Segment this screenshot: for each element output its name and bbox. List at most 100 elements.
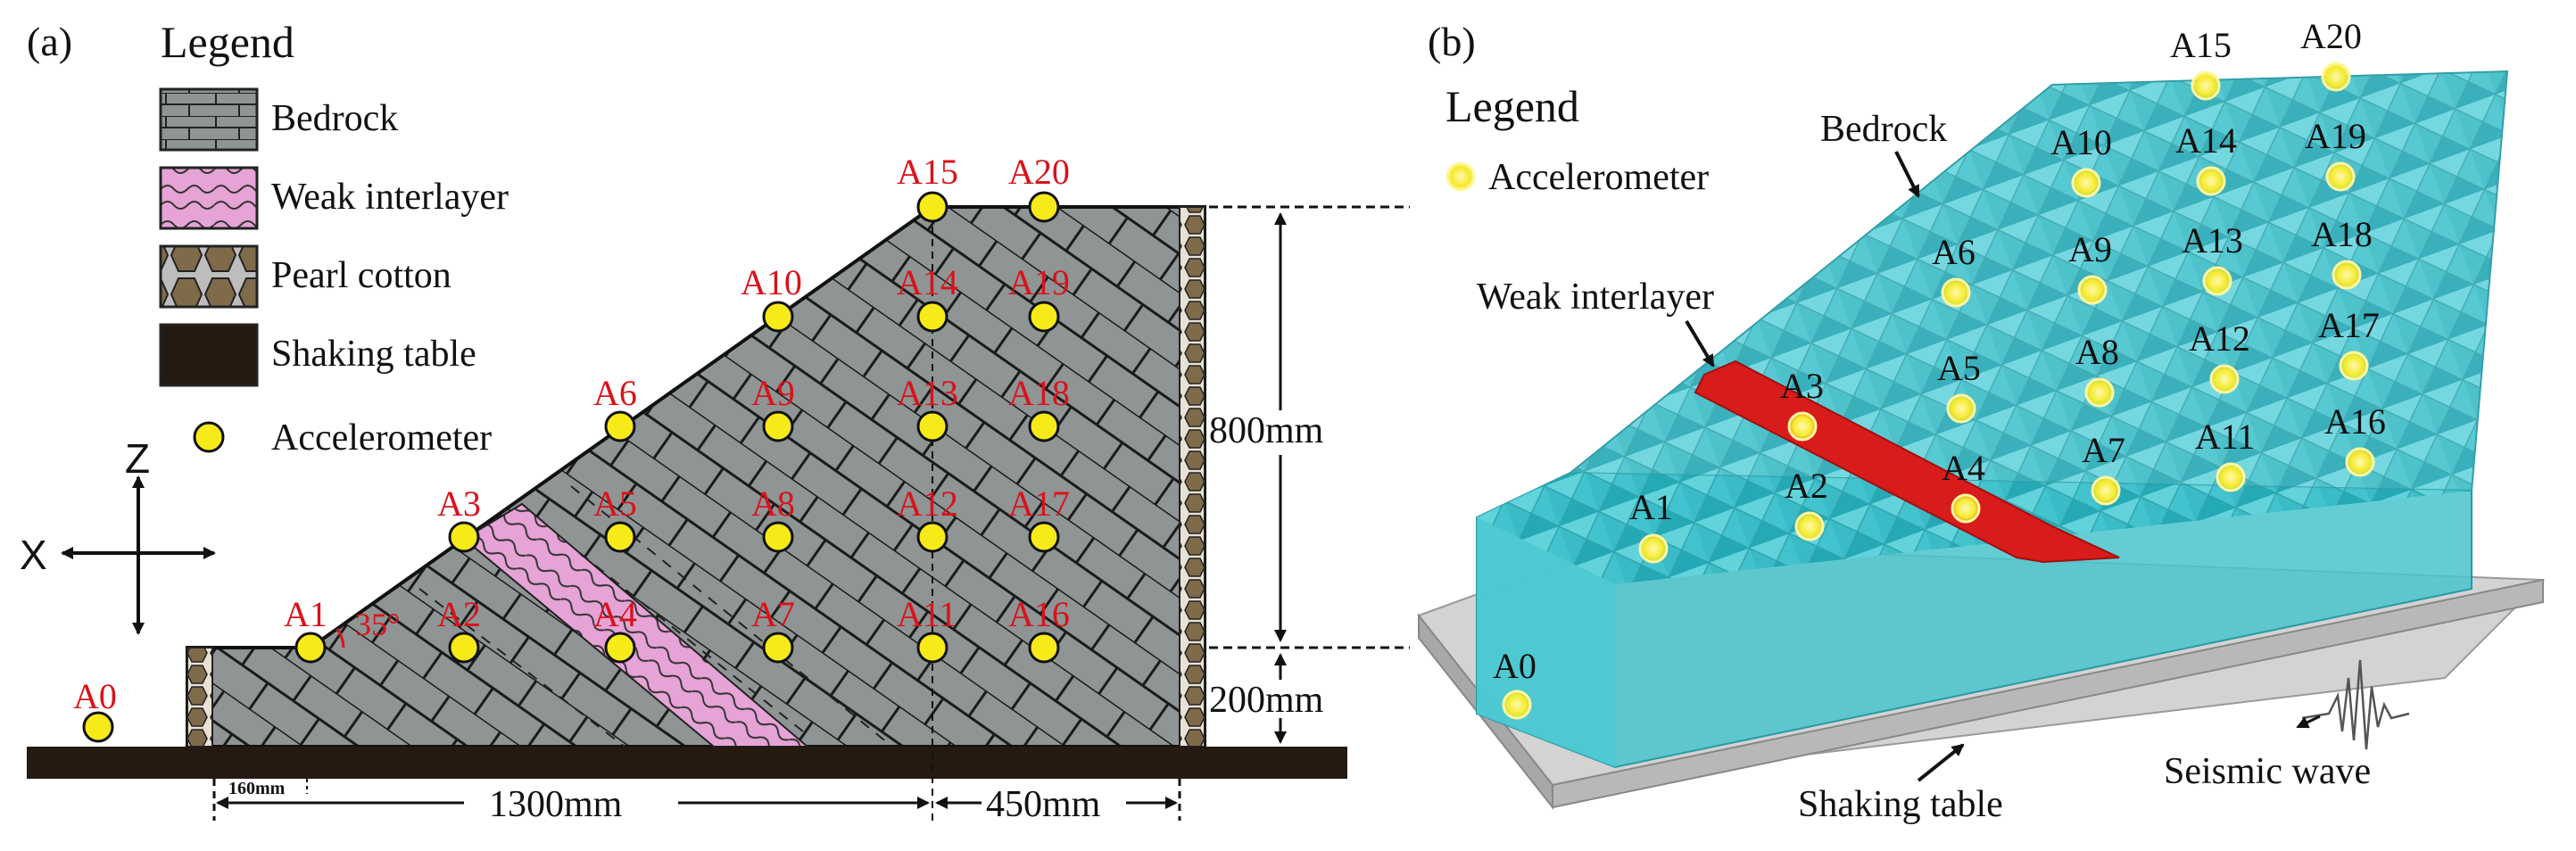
- sensor-a12: [916, 521, 948, 553]
- sensor-b10: [2071, 168, 2101, 198]
- sensor-b7: [2091, 475, 2121, 506]
- legend-title: Legend: [161, 17, 294, 67]
- label-b20: A20: [2300, 16, 2362, 56]
- dim-450: 450mm: [986, 784, 1101, 825]
- arrow-weak: [1685, 319, 1715, 368]
- sensor-b13: [2202, 266, 2232, 296]
- dim-800: 800mm: [1209, 410, 1324, 451]
- sensor-a1: [294, 632, 327, 664]
- dim-200: 200mm: [1209, 680, 1324, 721]
- dimensions: 800mm 200mm 1300mm 450mm 160mm: [212, 205, 1410, 825]
- sensor-a5: [604, 521, 636, 553]
- shaking-table: [27, 747, 1347, 779]
- label-b3: A3: [1780, 366, 1824, 406]
- angle-arc: [335, 628, 345, 649]
- label-b12: A12: [2189, 318, 2250, 359]
- x-axis-label: X: [20, 532, 47, 578]
- label-a11: A11: [897, 594, 957, 634]
- sensor-b17: [2339, 351, 2369, 381]
- legend-pearl-label: Pearl cotton: [271, 255, 451, 296]
- sensor-a11: [916, 632, 948, 664]
- label-b6: A6: [1932, 232, 1975, 272]
- label-a15: A15: [897, 152, 958, 192]
- label-a4: A4: [593, 594, 637, 634]
- sensor-b20: [2321, 62, 2351, 92]
- weak-interlayer-swatch: [159, 166, 259, 230]
- sensor-b8: [2084, 377, 2115, 408]
- label-a10: A10: [741, 262, 802, 302]
- label-b19: A19: [2305, 116, 2366, 156]
- label-b9: A9: [2068, 229, 2112, 269]
- label-a0: A0: [73, 676, 117, 716]
- legend-bedrock-label: Bedrock: [271, 98, 398, 139]
- label-b18: A18: [2311, 214, 2373, 254]
- sensor-b1: [1638, 533, 1669, 564]
- dim-1300: 1300mm: [489, 784, 623, 825]
- panel-b: (b) Legend Accelerometer Bedrock Weak in…: [1417, 16, 2546, 825]
- sensor-a0: [82, 711, 114, 743]
- label-b0: A0: [1493, 646, 1536, 686]
- sensor-b12: [2209, 364, 2240, 394]
- sensor-a4: [604, 632, 636, 664]
- arrow-bedrock: [1894, 151, 1920, 198]
- annot-bedrock: Bedrock: [1820, 109, 1947, 150]
- label-b2: A2: [1785, 466, 1828, 506]
- legend-acc-label: Accelerometer: [271, 417, 492, 459]
- sensor-b9: [2077, 275, 2108, 305]
- sensor-a10: [762, 301, 794, 333]
- label-a13: A13: [897, 373, 958, 413]
- sensor-a7: [762, 632, 794, 664]
- label-b16: A16: [2324, 401, 2386, 442]
- slope-angle: 35°: [355, 607, 400, 642]
- pearl-cotton-left: [186, 647, 213, 748]
- label-b7: A7: [2082, 430, 2125, 470]
- annot-table: Shaking table: [1798, 784, 2003, 825]
- pearl-cotton-swatch: [159, 244, 259, 309]
- label-a19: A19: [1008, 262, 1070, 302]
- sensor-a9: [762, 410, 794, 442]
- label-a3: A3: [437, 483, 481, 524]
- sensor-b0: [1502, 690, 1532, 720]
- sensor-b3: [1787, 411, 1818, 442]
- label-a20: A20: [1008, 152, 1070, 192]
- sensor-b14: [2196, 166, 2226, 196]
- arrow-wave: [2296, 715, 2321, 729]
- label-a14: A14: [897, 262, 958, 302]
- sensor-a3: [448, 521, 480, 553]
- label-a7: A7: [751, 594, 795, 634]
- weak-interlayer-3d: [1694, 359, 2120, 564]
- label-b17: A17: [2318, 305, 2380, 345]
- seismic-wave-icon: [2301, 659, 2410, 750]
- sensor-a14: [916, 301, 948, 333]
- sensor-a20: [1028, 191, 1060, 223]
- label-a8: A8: [751, 483, 795, 524]
- label-b5: A5: [1937, 348, 1981, 388]
- accelerometer-swatch: [193, 421, 225, 453]
- sensor-a6: [604, 410, 636, 442]
- dim-160: 160mm: [228, 779, 286, 798]
- sensor-b6: [1941, 277, 1971, 308]
- label-a9: A9: [751, 373, 795, 413]
- legend-table-label: Shaking table: [271, 334, 476, 375]
- legend-weak-label: Weak interlayer: [271, 177, 509, 218]
- label-b14: A14: [2175, 120, 2237, 161]
- label-a5: A5: [593, 483, 637, 524]
- axes-symbol: Z X: [20, 435, 216, 635]
- label-b1: A1: [1629, 487, 1673, 527]
- sensor-b2: [1794, 511, 1825, 541]
- legend-b-acc-swatch: [1445, 161, 1476, 192]
- sensor-a16: [1028, 632, 1060, 664]
- legend-b-title: Legend: [1445, 81, 1579, 131]
- sensor-a19: [1028, 301, 1060, 333]
- pearl-cotton-right: [1179, 206, 1205, 748]
- arrow-table: [1917, 743, 1965, 782]
- label-b15: A15: [2170, 25, 2232, 65]
- panel-b-label: (b): [1428, 19, 1476, 64]
- annot-wave: Seismic wave: [2164, 751, 2371, 792]
- label-b13: A13: [2182, 220, 2243, 260]
- sensor-a17: [1028, 521, 1060, 553]
- sensor-b11: [2216, 462, 2246, 492]
- annot-weak: Weak interlayer: [1477, 277, 1714, 318]
- legend-b-acc-label: Accelerometer: [1488, 157, 1709, 198]
